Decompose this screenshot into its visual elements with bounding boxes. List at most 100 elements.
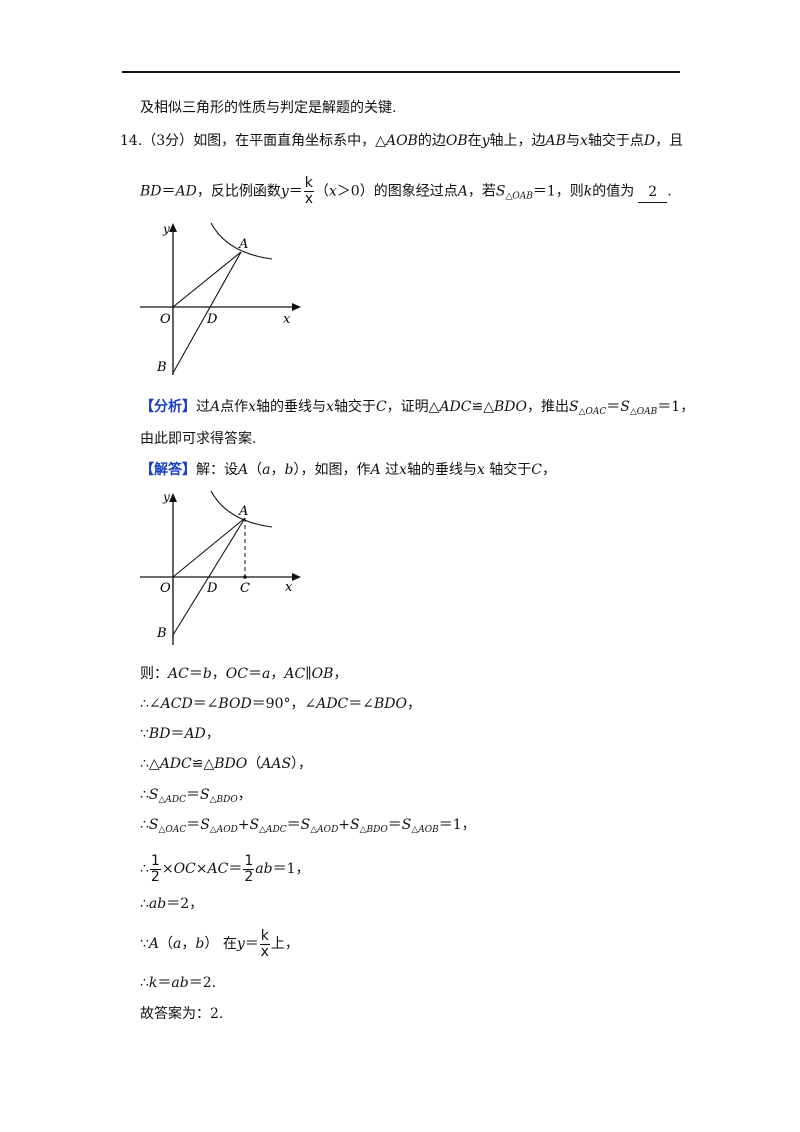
- s-text: ∴: [140, 896, 149, 912]
- s-text: ，: [542, 462, 557, 478]
- s-var: S: [401, 817, 412, 833]
- s-subscript: △BDO: [209, 795, 238, 805]
- a-text: ，证明△: [386, 399, 440, 415]
- s-subscript: △ADC: [259, 825, 287, 835]
- s-var: BOD: [218, 696, 252, 712]
- label-y: y: [162, 490, 170, 504]
- s-var: OC: [173, 861, 196, 877]
- q-var: y: [481, 133, 490, 149]
- s-text: ，: [270, 666, 285, 682]
- s-var: S: [148, 787, 159, 803]
- s-var: AD: [184, 726, 206, 742]
- segment-AB: [172, 517, 246, 636]
- label-x: x: [285, 580, 293, 595]
- s-text: （: [248, 462, 263, 478]
- step-4: ∴△ADC≌△BDO（AAS），: [140, 754, 312, 774]
- fraction-denominator: x: [260, 943, 269, 960]
- q-text: 轴交于点: [587, 133, 644, 149]
- s-text: ），: [291, 756, 313, 772]
- s-text: ＝2.: [188, 975, 217, 991]
- s-var: b: [202, 666, 212, 682]
- fraction-denominator: 2: [150, 868, 160, 885]
- q-var: x: [579, 133, 588, 149]
- label-O: O: [160, 312, 171, 327]
- s-var: S: [300, 817, 311, 833]
- s-var: AC: [284, 666, 306, 682]
- a-subscript: △OAB: [629, 407, 658, 417]
- step-3: ∵BD＝AD，: [140, 724, 220, 744]
- point-C-dot: [243, 575, 247, 579]
- s-subscript: △AOB: [411, 825, 439, 835]
- s-var: b: [195, 936, 205, 952]
- intro-text: 及相似三角形的性质与判定是解题的关键.: [140, 100, 397, 116]
- a-var: BDO: [493, 399, 527, 415]
- q-var: x: [328, 183, 337, 200]
- a-text: ＝1，: [657, 399, 695, 415]
- label-A: A: [238, 504, 248, 519]
- s-text: ∴△: [140, 756, 160, 772]
- s-var: S: [249, 817, 260, 833]
- s-text: ＝2，: [166, 896, 204, 912]
- s-text: ＝: [170, 726, 185, 742]
- segment-AB: [172, 251, 242, 374]
- step-5: ∴S△ADC＝S△BDO，: [140, 785, 252, 810]
- s-text: ） 在: [204, 936, 237, 952]
- s-text: 上，: [270, 936, 299, 952]
- step-1: 则：AC＝b，OC＝a，AC∥OB，: [140, 664, 347, 684]
- s-var: BD: [148, 726, 171, 742]
- segment-OA: [172, 251, 242, 308]
- s-var: b: [284, 462, 294, 478]
- step-6: ∴S△OAC＝S△AOD+S△ADC＝S△AOD+S△BDO＝S△AOB＝1，: [140, 815, 476, 840]
- s-var: x: [399, 462, 407, 478]
- q-var: A: [457, 183, 468, 200]
- s-subscript: △BDO: [359, 825, 388, 835]
- q-text: 的值为: [592, 183, 635, 200]
- s-text: （: [159, 936, 174, 952]
- a-var: A: [210, 399, 221, 415]
- s-text: ＝: [286, 817, 301, 833]
- s-text: ＝: [244, 936, 259, 952]
- a-text: 过: [196, 399, 210, 415]
- q-var: AD: [175, 183, 197, 200]
- s-var: a: [262, 666, 271, 682]
- s-text: +: [338, 817, 351, 833]
- s-var: AC: [168, 666, 189, 682]
- a-var: S: [620, 399, 630, 415]
- hyperbola-curve: [210, 222, 273, 260]
- s-var: ADC: [316, 696, 349, 712]
- s-var: A: [148, 936, 160, 952]
- s-text: ＝: [387, 817, 402, 833]
- s-text: 过: [380, 462, 400, 478]
- s-subscript: △AOD: [310, 825, 339, 835]
- s-subscript: △AOD: [209, 825, 238, 835]
- s-var: A: [238, 462, 249, 478]
- analysis-tag: 【分析】: [140, 399, 196, 415]
- fraction-denominator: 2: [244, 868, 254, 885]
- label-O: O: [160, 581, 171, 596]
- a-var: x: [248, 399, 257, 415]
- s-text: +: [237, 817, 250, 833]
- q-var: BD: [140, 183, 162, 200]
- s-text: ×: [161, 861, 174, 877]
- label-D: D: [206, 581, 218, 596]
- s-text: 轴的垂线与: [406, 462, 477, 478]
- fraction-numerator: k: [303, 175, 314, 192]
- q-var: AOB: [385, 133, 418, 149]
- s-var: A: [370, 462, 381, 478]
- s-var: S: [350, 817, 360, 833]
- step-8: ∴ab＝2，: [140, 894, 203, 914]
- s-var: a: [262, 462, 271, 478]
- label-y: y: [162, 222, 170, 236]
- q-var: D: [643, 133, 656, 149]
- solution-figure: y x O D A C B: [140, 490, 301, 645]
- s-text: ＝∠: [348, 696, 374, 712]
- q-var: y: [280, 183, 289, 200]
- a-text: 轴交于: [333, 399, 376, 415]
- fraction-numerator: 1: [243, 852, 255, 870]
- s-text: ∵: [140, 936, 149, 952]
- fraction-denominator: x: [304, 191, 313, 207]
- solution-tag: 【解答】: [140, 462, 196, 478]
- s-var: ab: [171, 975, 189, 991]
- s-text: ∥: [305, 666, 312, 682]
